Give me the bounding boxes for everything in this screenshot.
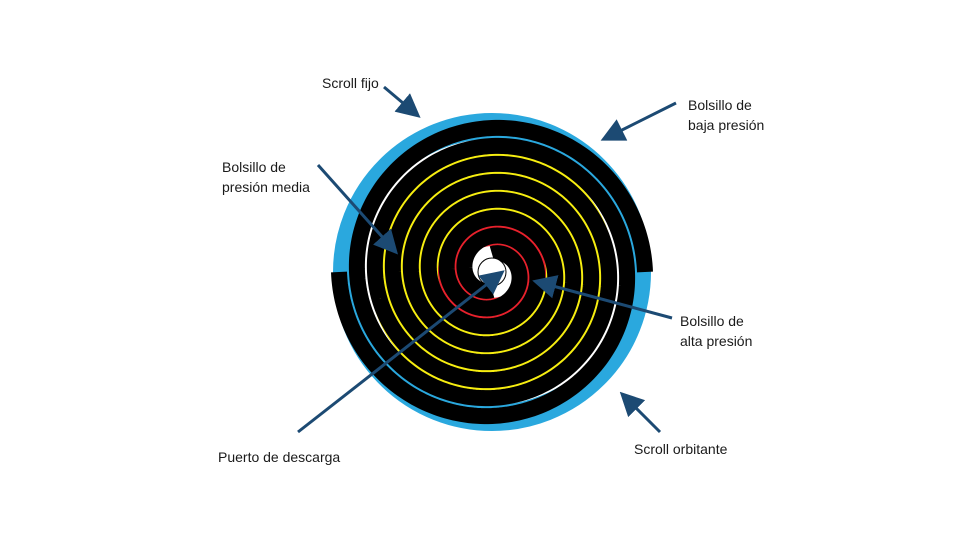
label-medium-pressure: Bolsillo de presión media	[222, 157, 310, 197]
label-low-pressure: Bolsillo de baja presión	[688, 95, 764, 135]
arrow-discharge-port	[297, 270, 505, 434]
label-high-pressure: Bolsillo de alta presión	[680, 311, 752, 351]
arrow-fixed-scroll	[383, 85, 421, 118]
orbiting-scroll-spiral	[348, 119, 653, 407]
arrow-low-pressure	[600, 101, 677, 141]
label-low-pressure-line2: baja presión	[688, 117, 765, 133]
label-fixed-scroll-text: Scroll fijo	[322, 75, 379, 91]
label-fixed-scroll: Scroll fijo	[322, 73, 379, 93]
label-medium-pressure-line2: presión media	[222, 179, 310, 195]
label-discharge-port: Puerto de descarga	[218, 447, 340, 467]
label-high-pressure-line2: alta presión	[680, 333, 753, 349]
label-medium-pressure-line1: Bolsillo de	[222, 159, 286, 175]
arrow-high-pressure	[532, 275, 673, 320]
label-discharge-port-text: Puerto de descarga	[218, 449, 341, 465]
arrow-medium-pressure	[316, 164, 398, 255]
fixed-scroll-spiral	[331, 137, 636, 425]
label-orbiting-scroll-text: Scroll orbitante	[634, 441, 728, 457]
arrow-orbiting-scroll	[619, 391, 662, 434]
label-orbiting-scroll: Scroll orbitante	[634, 439, 727, 459]
label-low-pressure-line1: Bolsillo de	[688, 97, 752, 113]
label-high-pressure-line1: Bolsillo de	[680, 313, 744, 329]
